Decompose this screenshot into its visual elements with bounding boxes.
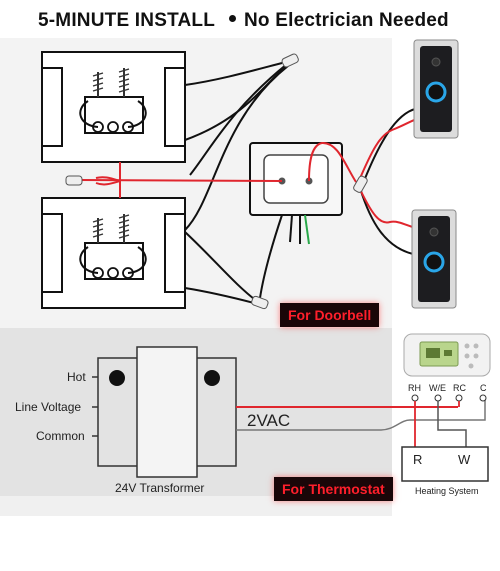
thermostat-terminal-rc: RC <box>453 383 466 393</box>
transformer <box>92 346 237 478</box>
thermostat <box>403 333 491 377</box>
doorbell-tag: For Doorbell <box>280 303 380 327</box>
headline: 5-MINUTE INSTALL No Electrician Needed <box>38 10 449 32</box>
heating-terminal-r: R <box>413 452 423 467</box>
chime-box-top <box>41 51 186 163</box>
headline-right: No Electrician Needed <box>244 10 449 31</box>
thermostat-tag: For Thermostat <box>274 477 393 501</box>
headline-left: 5-MINUTE INSTALL <box>38 10 216 31</box>
terminal-label-common: Common <box>36 429 85 443</box>
doorbell-top <box>413 39 459 139</box>
bullet-icon <box>229 15 237 23</box>
heating-system-box <box>401 446 489 482</box>
chime-box-bottom <box>41 197 186 309</box>
heating-system-label: Heating System <box>415 486 479 496</box>
terminal-label-line-voltage: Line Voltage <box>15 400 82 414</box>
thermostat-terminal-we: W/E <box>429 383 446 393</box>
junction-box <box>249 142 343 216</box>
wire-nuts <box>65 53 368 310</box>
voltage-label: 2VAC <box>247 411 291 430</box>
thermostat-terminal-c: C <box>480 383 487 393</box>
heating-terminal-w: W <box>458 452 471 467</box>
transformer-label: 24V Transformer <box>115 481 205 495</box>
red-wires <box>79 117 421 229</box>
thermostat-terminal-rh: RH <box>408 383 421 393</box>
terminal-label-hot: Hot <box>67 370 86 384</box>
doorbell-bottom <box>411 209 457 309</box>
